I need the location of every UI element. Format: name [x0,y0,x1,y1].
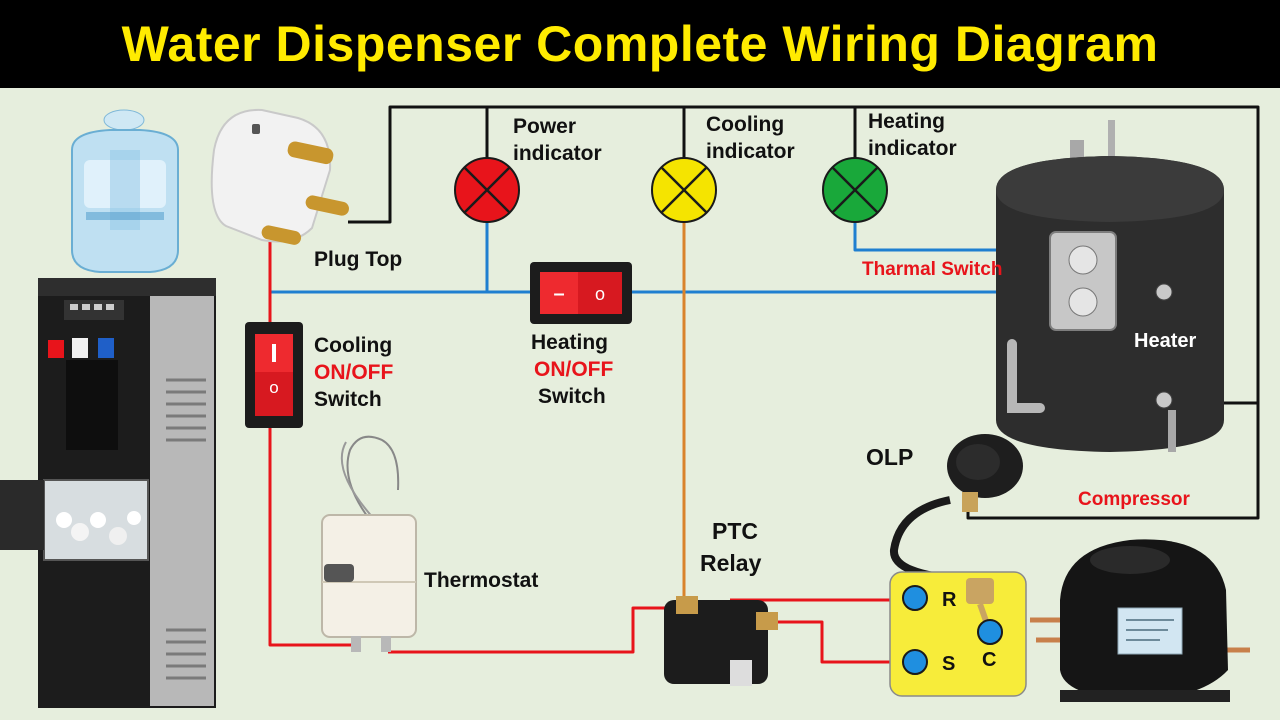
diagram-title: Water Dispenser Complete Wiring Diagram [121,16,1159,72]
thermostat-label: Thermostat [424,569,539,592]
olp-image [890,434,1023,584]
ptc-relay-label-line2: Relay [700,550,762,576]
heating-switch-label-line3: Switch [538,385,606,408]
ptc-relay-image [664,596,778,686]
heating-indicator-label-line1: Heating [868,110,946,133]
switch-on-glyph: o [269,378,278,397]
thermostat-image [321,435,417,652]
compressor-image [1030,539,1250,702]
plug-top [210,108,349,245]
cooling-switch-label-line3: Switch [314,388,382,411]
heating-switch: – o [530,262,632,324]
power-indicator-lamp [454,157,520,223]
terminal-r-label: R [942,589,957,611]
cooling-indicator-lamp [651,157,717,223]
compressor-label: Compressor [1078,489,1190,510]
heater-label: Heater [1134,330,1197,352]
heating-switch-label-line1: Heating [531,331,609,354]
cooling-indicator-label-line2: indicator [706,140,795,163]
ptc-relay-label-line1: PTC [712,518,758,544]
switch-on-glyph: o [595,284,605,304]
cooling-switch: o [245,322,303,428]
heating-indicator-lamp [822,157,888,223]
compressor-terminal-box: R S C [889,571,1027,697]
heating-switch-label-line2: ON/OFF [534,358,614,381]
heating-indicator-label-line2: indicator [868,137,957,160]
cooling-switch-label-line2: ON/OFF [314,361,394,384]
cooling-switch-label-line1: Cooling [314,334,393,357]
terminal-c-label: C [982,649,996,671]
switch-off-glyph: – [553,283,564,305]
title-bar: Water Dispenser Complete Wiring Diagram [0,0,1280,88]
water-dispenser-image [0,109,216,708]
plug-top-label: Plug Top [314,248,403,271]
power-indicator-label-line1: Power [513,115,577,138]
terminal-s-label: S [942,653,955,675]
thermal-switch-label: Tharmal Switch [862,259,1003,280]
olp-label: OLP [866,444,914,470]
heater-tank-image [996,120,1224,452]
cooling-indicator-label-line1: Cooling [706,113,785,136]
power-indicator-label-line2: indicator [513,142,602,165]
